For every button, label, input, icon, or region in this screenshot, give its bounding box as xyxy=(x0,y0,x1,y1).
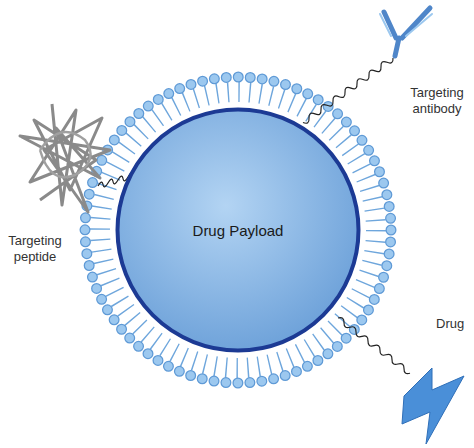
antibody-arm xyxy=(402,8,430,38)
antibody-stem xyxy=(395,38,399,56)
lipid-tails xyxy=(100,92,376,368)
drug-linker xyxy=(338,318,410,374)
drug-bolt xyxy=(402,368,464,444)
core-outline xyxy=(118,110,359,351)
lipid-head-outline xyxy=(85,77,391,383)
part-label: Drug xyxy=(436,316,464,332)
part-label: Targeting antibody xyxy=(400,85,474,117)
payload-core: Drug Payload xyxy=(115,107,361,353)
part-label: Targeting peptide xyxy=(0,233,70,265)
peptide-shape xyxy=(20,104,110,212)
antibody-chain xyxy=(406,14,432,36)
antibody-symbol xyxy=(384,8,430,56)
antibody-linker xyxy=(303,58,393,123)
antibody-highlight xyxy=(380,14,432,36)
lipid-heads xyxy=(85,77,391,383)
node-label: Drug Payload xyxy=(193,222,284,239)
antibody-chain xyxy=(380,14,391,36)
peptide-loop xyxy=(40,132,91,177)
